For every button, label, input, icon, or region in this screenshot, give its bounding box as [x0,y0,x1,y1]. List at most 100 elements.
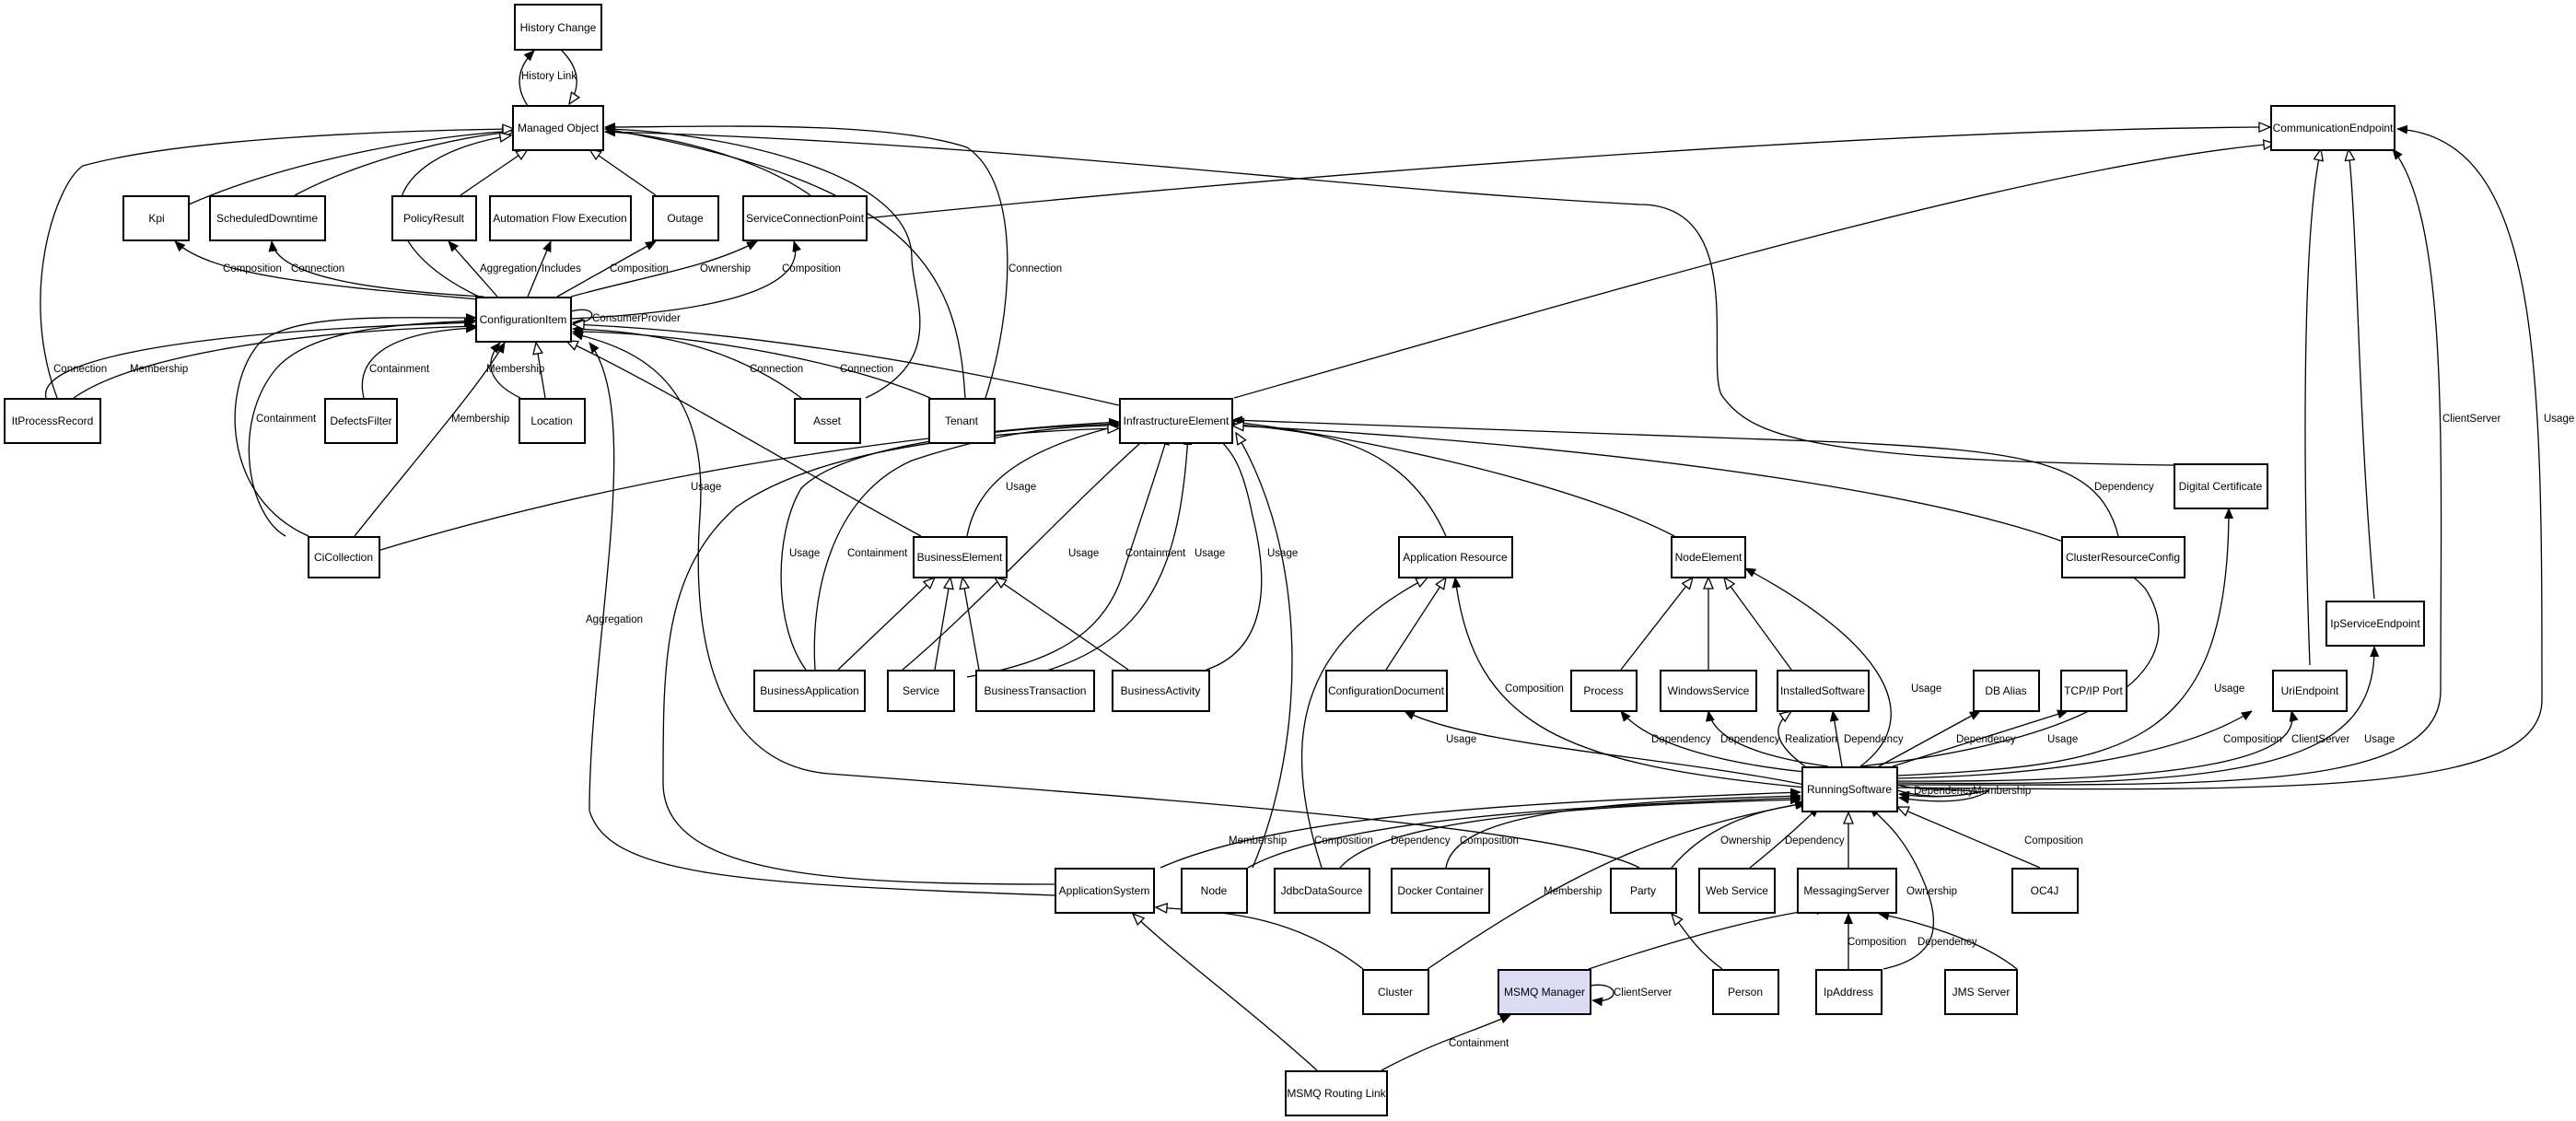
label-rs-appresource-composition: Composition [1505,683,1564,695]
edge-uriendpoint-ce [2304,149,2321,666]
edge-rs-installed-dependency [1829,710,1843,767]
node-business-application[interactable]: BusinessApplication [753,670,866,712]
node-it-process-record[interactable]: ItProcessRecord [4,398,101,444]
node-label: Application Resource [1403,551,1508,564]
node-history-change[interactable]: History Change [514,4,602,51]
edge-ci-self [570,309,593,328]
node-scheduled-downtime[interactable]: ScheduledDowntime [209,195,326,241]
node-cluster-resource-config[interactable]: ClusterResourceConfig [2061,536,2186,578]
node-person[interactable]: Person [1712,969,1779,1015]
node-asset[interactable]: Asset [794,398,861,444]
node-tcpip-port[interactable]: TCP/IP Port [2060,670,2127,712]
node-label: ClusterResourceConfig [2066,551,2180,564]
edge-rs-tcpip-usage [1892,709,2069,767]
node-cluster[interactable]: Cluster [1362,969,1429,1015]
node-label: Party [1630,884,1656,897]
edge-rs-uriendpoint-clientserver [1896,710,2299,782]
label-party-rs-ownership: Ownership [1720,835,1771,847]
edge-ie-ci [573,324,1120,406]
node-label: MSMQ Routing Link [1287,1087,1386,1100]
label-service-containment: Containment [1125,548,1186,559]
node-business-transaction[interactable]: BusinessTransaction [975,670,1095,712]
edge-routing-appsystem [1133,914,1318,1071]
edge-serviceconnectionpoint-mo [604,127,811,196]
label-appsystem-aggregation: Aggregation [586,614,643,625]
node-ip-address[interactable]: IpAddress [1815,969,1882,1015]
label-itprocess-connection: Connection [53,364,107,375]
label-docker-rs-composition: Composition [1460,835,1519,847]
label-bapp-containment: Containment [847,548,908,559]
node-docker-container[interactable]: Docker Container [1391,868,1490,914]
node-infrastructure-element[interactable]: InfrastructureElement [1119,398,1233,444]
node-outage[interactable]: Outage [652,195,719,241]
edge-digitalcertificate-mo [604,127,2174,466]
label-jdbc-rs-dependency: Dependency [1391,835,1451,847]
node-uri-endpoint[interactable]: UriEndpoint [2272,670,2348,712]
node-jdbc-data-source[interactable]: JdbcDataSource [1274,868,1370,914]
node-jms-server[interactable]: JMS Server [1944,969,2018,1015]
node-process[interactable]: Process [1570,670,1638,712]
node-business-element[interactable]: BusinessElement [913,536,1008,578]
label-tenant-connection: Connection [840,364,893,375]
node-policy-result[interactable]: PolicyResult [391,195,477,241]
node-communication-endpoint[interactable]: CommunicationEndpoint [2270,105,2395,151]
node-installed-software[interactable]: InstalledSoftware [1777,670,1870,712]
label-btx-usage: Usage [1195,548,1225,559]
node-application-resource[interactable]: Application Resource [1398,536,1513,578]
node-label: Outage [667,212,704,225]
node-kpi[interactable]: Kpi [122,195,190,241]
node-application-system[interactable]: ApplicationSystem [1055,868,1155,914]
node-party[interactable]: Party [1610,868,1677,914]
node-running-software[interactable]: RunningSoftware [1801,766,1898,812]
edge-kpi-mo [188,131,514,205]
node-label: ConfigurationItem [480,313,567,326]
node-label: WindowsService [1668,684,1750,697]
node-web-service[interactable]: Web Service [1698,868,1776,914]
node-label: Location [530,415,572,427]
label-rs-installed-dependency: Dependency [1844,734,1904,745]
node-messaging-server[interactable]: MessagingServer [1797,868,1897,914]
node-managed-object[interactable]: Managed Object [512,105,604,151]
edge-scheduleddowntime-mo [294,132,514,196]
node-configuration-document[interactable]: ConfigurationDocument [1325,670,1448,712]
edge-tenant-ci-connection [572,327,931,399]
node-ip-service-endpoint[interactable]: IpServiceEndpoint [2325,601,2425,647]
node-node-element[interactable]: NodeElement [1671,536,1746,578]
node-msmq-routing-link[interactable]: MSMQ Routing Link [1285,1070,1388,1116]
node-tenant[interactable]: Tenant [928,398,996,444]
edge-tenant-mo-connection [604,122,1008,399]
node-configuration-item[interactable]: ConfigurationItem [475,297,572,343]
node-defects-filter[interactable]: DefectsFilter [324,398,398,444]
node-ci-collection[interactable]: CiCollection [308,536,380,578]
label-clusterres-dependency: Dependency [2094,482,2154,493]
edge-location-ci-membership [490,342,521,399]
edge-bact-be [995,578,1129,671]
node-label: TCP/IP Port [2064,684,2123,697]
edge-msmq-self-clientserver [1590,984,1614,1007]
node-service[interactable]: Service [887,670,955,712]
node-label: Tenant [945,415,979,427]
node-node[interactable]: Node [1181,868,1248,914]
node-label: JMS Server [1952,986,2011,998]
node-db-alias[interactable]: DB Alias [1973,670,2040,712]
edge-businesselement-ci [566,341,922,537]
edge-cicollection-ci-containment2 [248,316,477,537]
edge-cicollection-ci-containment [234,312,477,537]
nodes: History Change Managed Object Communicat… [4,4,2425,1116]
node-label: InstalledSoftware [1780,684,1865,697]
node-service-connection-point[interactable]: ServiceConnectionPoint [742,195,868,241]
node-digital-certificate[interactable]: Digital Certificate [2174,463,2268,509]
edge-rs-ce-usage [1896,124,2543,790]
edge-ci-scp-composition [570,240,802,320]
node-msmq-manager[interactable]: MSMQ Manager [1498,969,1591,1015]
node-location[interactable]: Location [519,398,586,444]
edge-rs-ie [1232,426,2160,767]
node-business-activity[interactable]: BusinessActivity [1112,670,1210,712]
edge-cicollection-ci-membership [354,342,506,537]
node-windows-service[interactable]: WindowsService [1660,670,1757,712]
node-oc4j[interactable]: OC4J [2011,868,2079,914]
node-automation-flow-execution[interactable]: Automation Flow Execution [489,195,632,241]
edge-rs-winservice-dependency [1706,710,1829,767]
edge-ipaddress-rs-ownership [1869,806,1935,970]
